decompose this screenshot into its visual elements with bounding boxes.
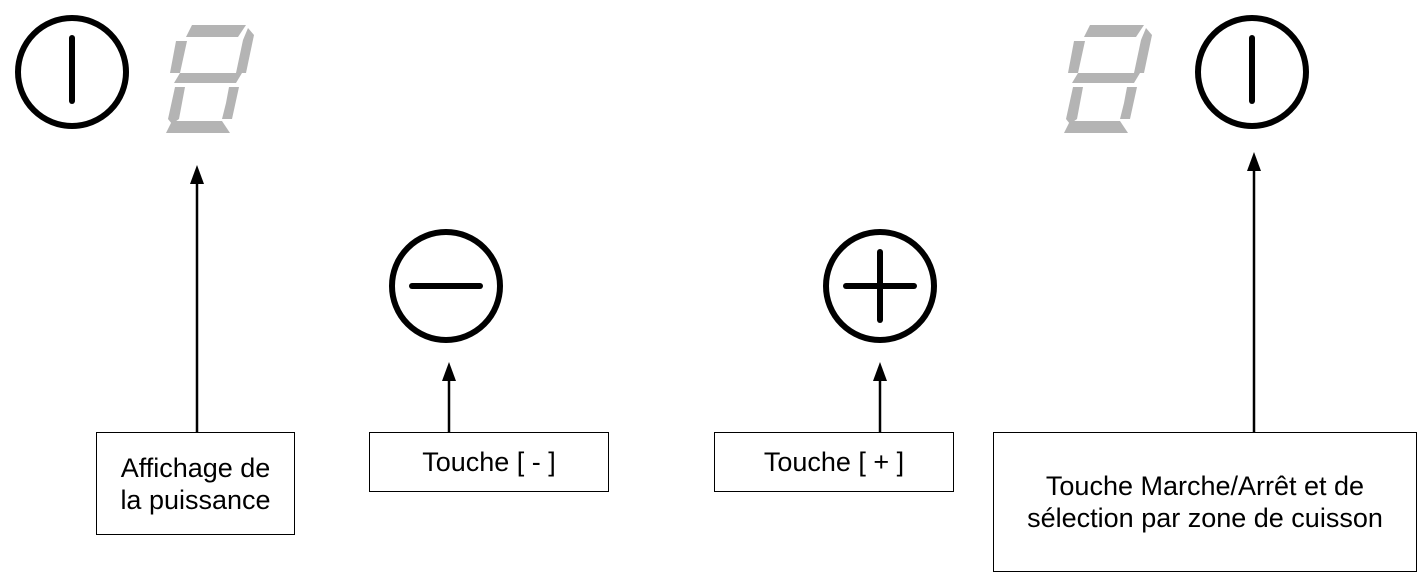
left-display-digit: 8 [168,25,258,137]
label-on-off-select: Touche Marche/Arrêt et de sélection par … [993,432,1417,572]
arrow-plus-key [873,362,887,432]
label-minus-key: Touche [ - ] [369,432,609,492]
minus-circle-icon [389,229,503,343]
left-power-key[interactable] [15,15,129,129]
arrow-minus-key [442,362,456,432]
right-display-digit: 8 [1066,25,1156,137]
label-minus-key-text: Touche [ - ] [422,447,556,477]
label-on-off-select-text: Touche Marche/Arrêt et de sélection par … [1027,471,1383,533]
power-icon [15,15,129,129]
plus-circle-icon [823,229,937,343]
right-power-key[interactable] [1195,15,1309,129]
label-plus-key-text: Touche [ + ] [763,447,905,477]
power-icon [1195,15,1309,129]
minus-key[interactable] [389,229,503,343]
arrow-on-off-key [1247,152,1261,432]
label-power-display: Affichage de la puissance [96,432,295,535]
plus-key[interactable] [823,229,937,343]
label-power-display-text: Affichage de la puissance [120,452,271,515]
label-plus-key: Touche [ + ] [714,432,954,492]
arrow-power-display [190,165,204,432]
